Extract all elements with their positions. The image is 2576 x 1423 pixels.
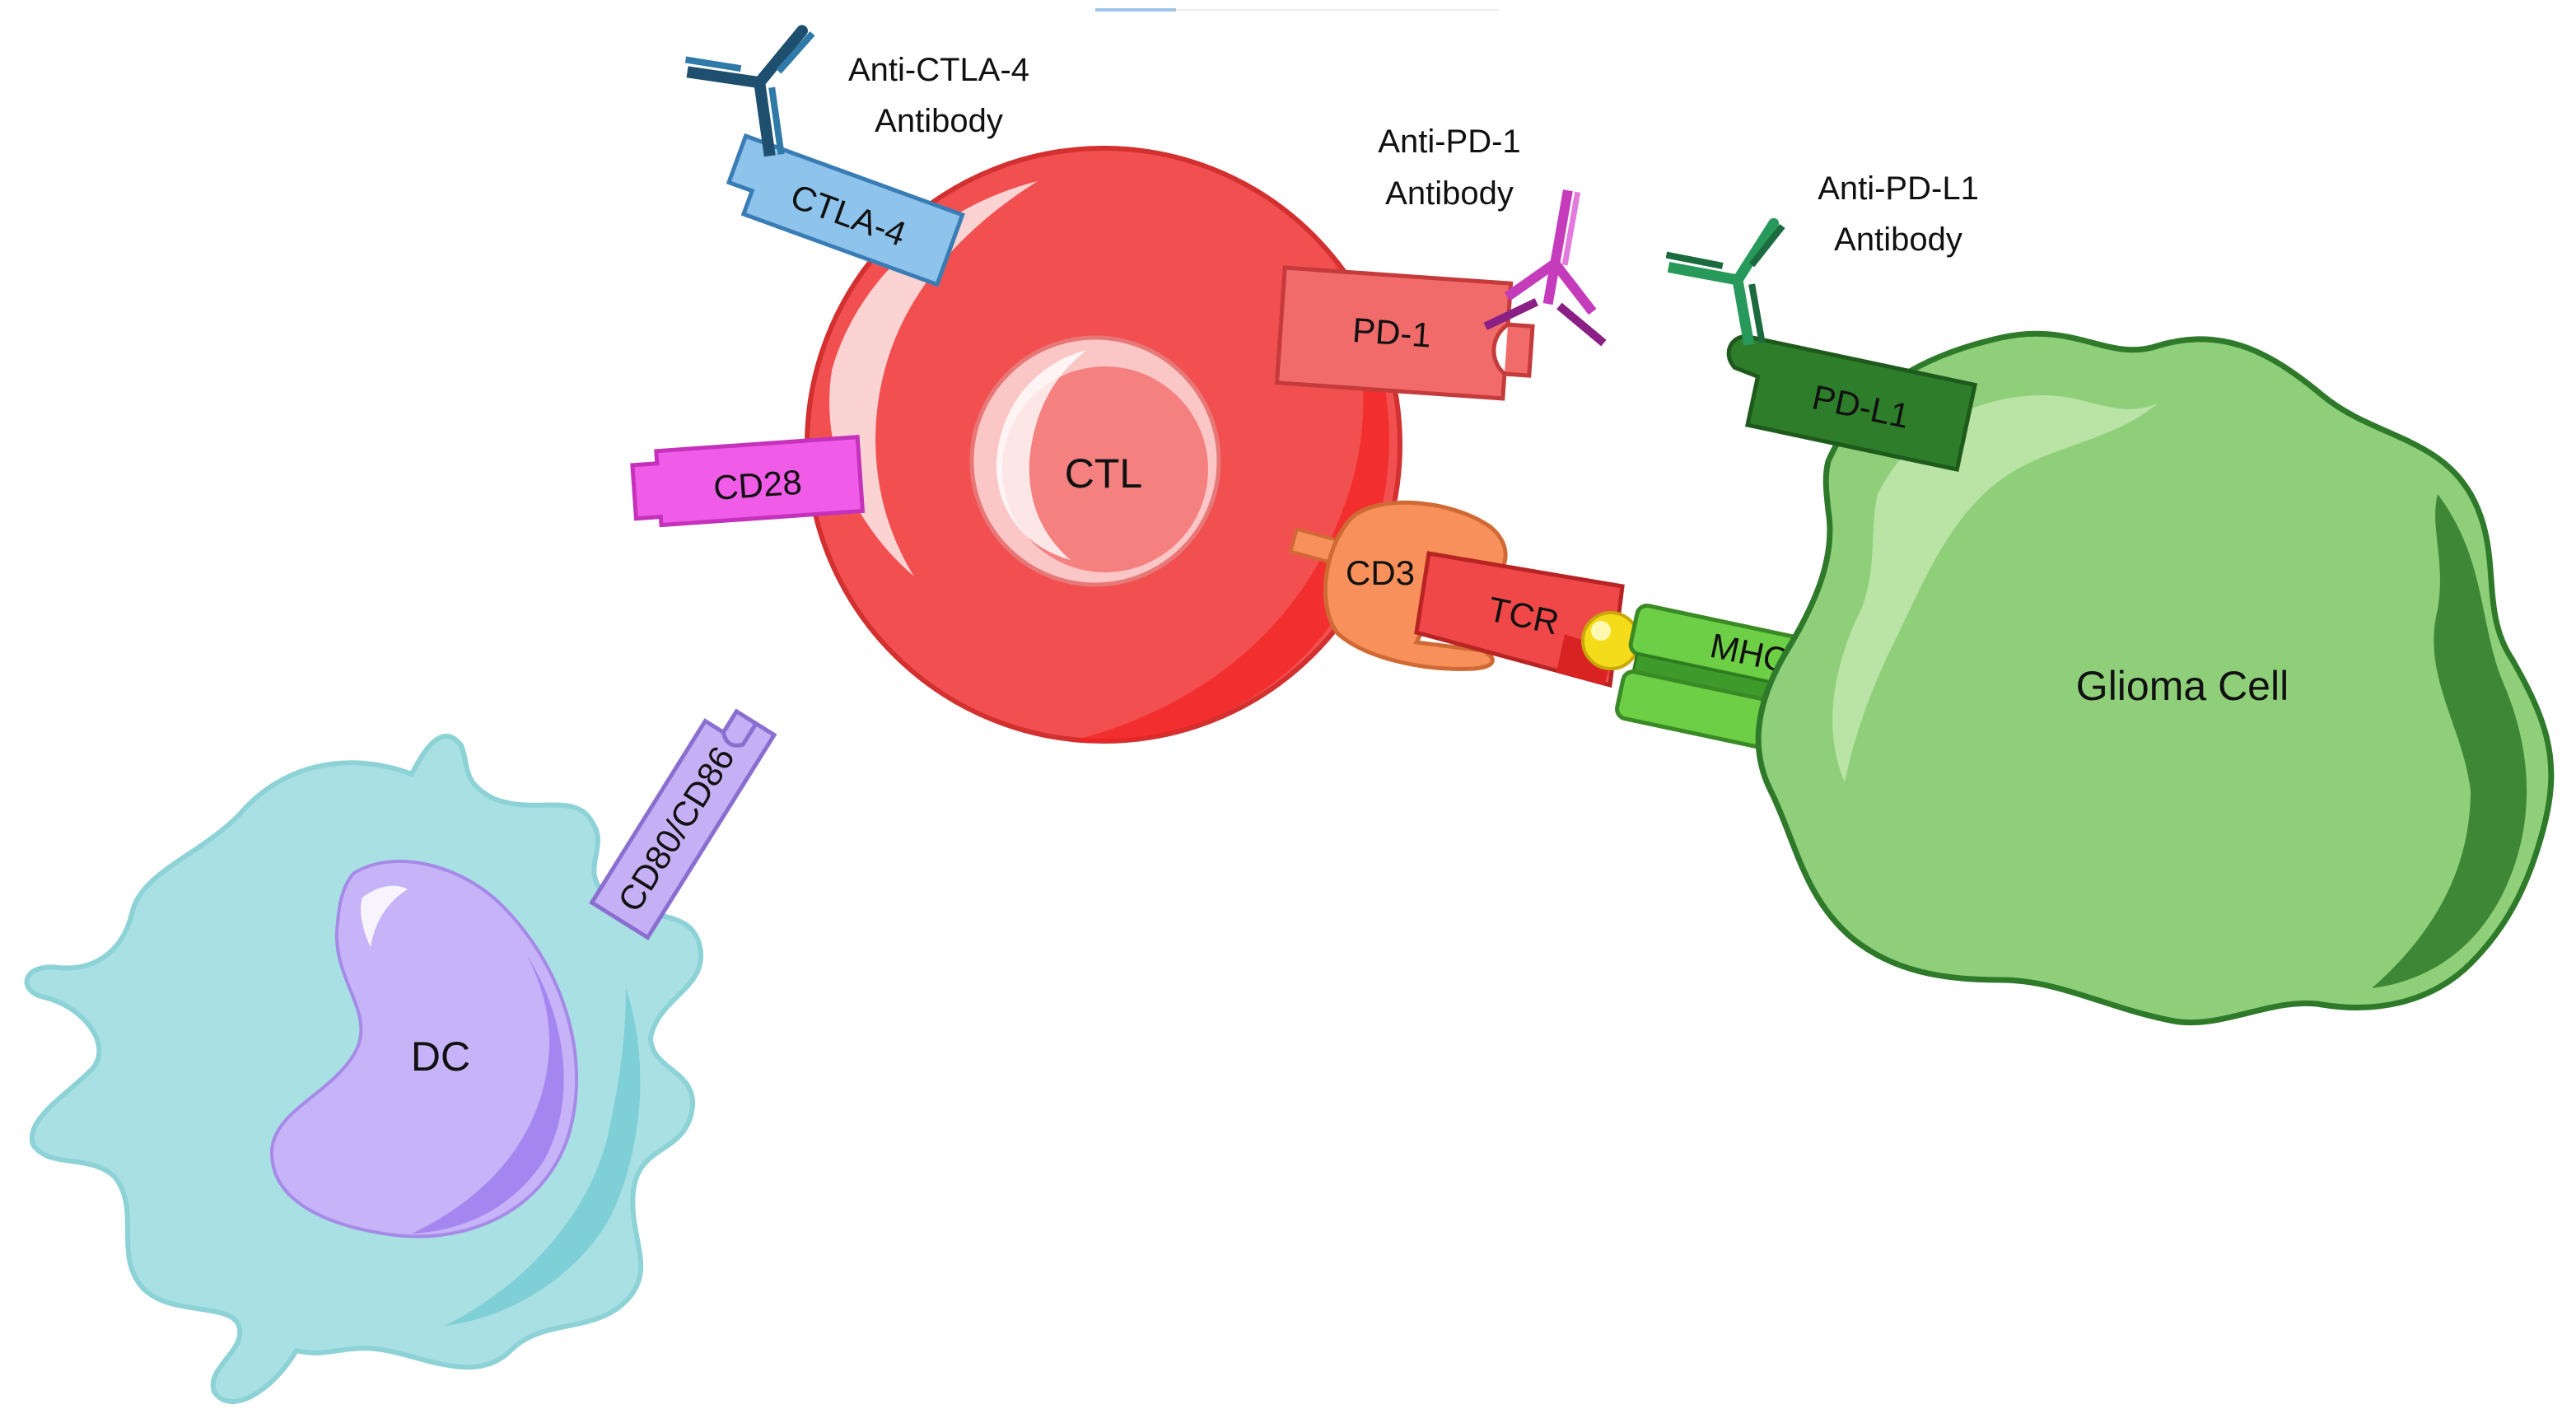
tab-indicator-active: [1095, 8, 1176, 12]
anti-pdl1-label: Anti-PD-L1 Antibody: [1818, 170, 1979, 258]
glioma-cell: Glioma Cell: [1755, 330, 2555, 1026]
ctl-label: CTL: [1065, 450, 1142, 497]
dc-nucleus-shadow: [412, 955, 564, 1234]
dc-nucleus-highlight: [361, 885, 408, 947]
ctla4-shape: [726, 133, 965, 287]
anti-ctla4-label: Anti-CTLA-4 Antibody: [848, 52, 1029, 139]
dc-nucleus: [269, 859, 579, 1239]
pd1-label: PD-1: [1351, 310, 1433, 355]
ctl-cell-highlight: [829, 181, 1038, 576]
cd3-shape: [1323, 500, 1508, 671]
tcr-receptor: TCR: [1414, 551, 1625, 688]
pdl1-shape: [1726, 334, 1978, 473]
cd3-complex: CD3: [1288, 500, 1508, 671]
dc-cell-shadow: [445, 988, 641, 1326]
anti-pdl1-antibody-icon: [1665, 217, 1785, 346]
antigen-ball-highlight: [1591, 621, 1611, 641]
anti-pdl1-label-line2: Antibody: [1834, 222, 1962, 258]
cd80-cd86-shape: [589, 708, 777, 940]
ctla4-receptor: CTLA-4: [726, 133, 965, 287]
ctl-nucleus: [1002, 366, 1208, 572]
anti-pd1-label-line1: Anti-PD-1: [1378, 124, 1520, 160]
cd28-label: CD28: [712, 463, 803, 507]
anti-ctla4-antibody-icon: [684, 25, 815, 157]
glioma-cell-highlight: [1832, 395, 2158, 782]
cd28-shape: [630, 435, 866, 528]
dc-label: DC: [411, 1033, 470, 1080]
ctl-cell-shadow: [1071, 264, 1389, 743]
dc-cell: DC: [24, 734, 704, 1404]
pd1-receptor: PD-1: [1274, 265, 1535, 401]
pdl1-receptor: PD-L1: [1726, 334, 1978, 473]
cd80-cd86-receptor: CD80/CD86: [589, 708, 777, 940]
cd28-receptor: CD28: [630, 435, 866, 528]
glioma-cell-shadow: [2372, 494, 2527, 988]
ctl-cell: CTL: [805, 146, 1402, 744]
anti-pd1-label: Anti-PD-1 Antibody: [1378, 124, 1520, 212]
anti-ctla4-label-line2: Antibody: [875, 103, 1003, 139]
anti-pd1-label-line2: Antibody: [1385, 175, 1514, 212]
tab-indicator: [1176, 9, 1499, 11]
ctl-nucleus-highlight: [996, 350, 1087, 560]
anti-ctla4-label-line1: Anti-CTLA-4: [848, 52, 1029, 88]
cd3-label: CD3: [1346, 553, 1415, 592]
anti-pd1-antibody-icon: [1483, 189, 1607, 347]
anti-pdl1-label-line1: Anti-PD-L1: [1818, 170, 1979, 207]
glioma-label: Glioma Cell: [2076, 663, 2289, 709]
